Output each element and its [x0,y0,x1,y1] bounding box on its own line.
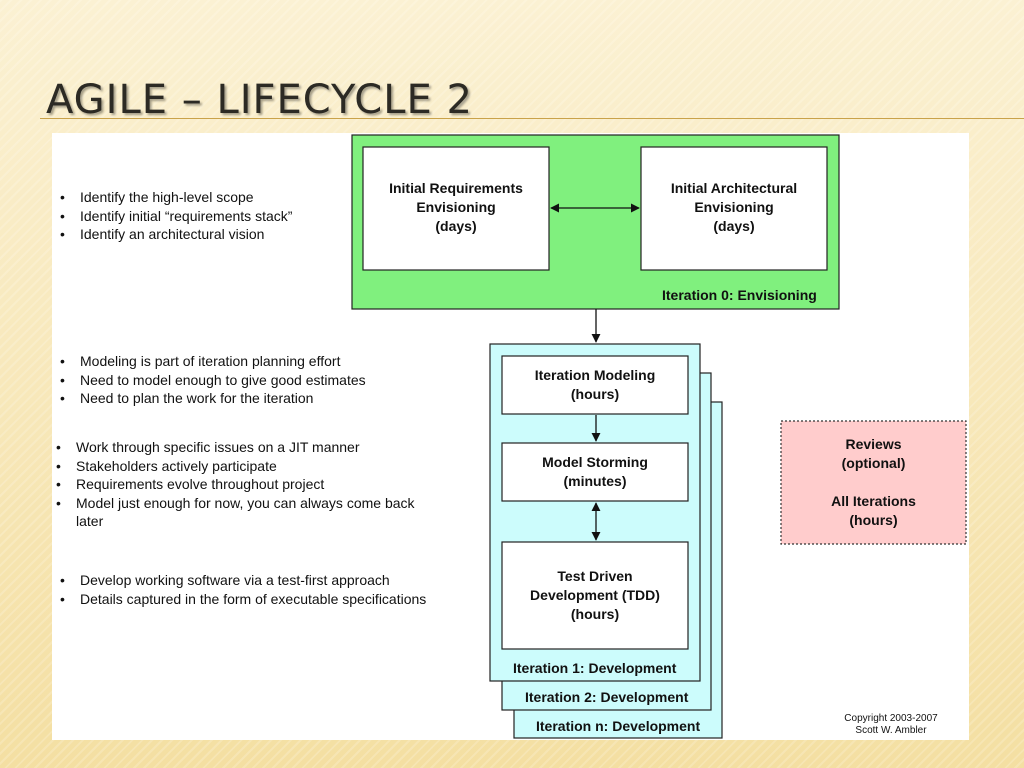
list-item: Need to model enough to give good estima… [54,371,366,390]
tdd-label: Test Driven Development (TDD) (hours) [530,568,660,622]
initial-architectural-label: Initial Architectural Envisioning (days) [670,180,798,234]
initial-requirements-label: Initial Requirements Envisioning (days) [389,180,523,234]
list-item: Identify initial “requirements stack” [54,207,292,226]
title-divider [40,118,1024,119]
tdd-notes: Develop working software via a test-firs… [54,571,426,608]
iteration0-label: Iteration 0: Envisioning [662,287,817,303]
envisioning-notes: Identify the high-level scope Identify i… [54,188,292,244]
list-item: Develop working software via a test-firs… [54,571,426,590]
iteration1-label: Iteration 1: Development [513,660,677,676]
initial-requirements-box [362,146,550,271]
iteration-modeling-notes: Modeling is part of iteration planning e… [54,352,366,408]
list-item: Modeling is part of iteration planning e… [54,352,366,371]
list-item: Identify the high-level scope [54,188,292,207]
list-item: Details captured in the form of executab… [54,590,426,609]
list-item: Stakeholders actively participate [54,457,424,476]
iteration-modeling-label: Iteration Modeling (hours) [534,367,656,402]
model-storming-label: Model Storming (minutes) [542,454,648,489]
reviews-box [780,420,967,545]
lifecycle-figure: Identify the high-level scope Identify i… [52,133,969,740]
list-item: Model just enough for now, you can alway… [54,494,424,531]
list-item: Need to plan the work for the iteration [54,389,366,408]
iteration-modeling-box [501,355,689,415]
model-storming-box [501,442,689,502]
iteration2-label: Iteration 2: Development [525,689,689,705]
lifecycle-diagram [351,134,967,739]
list-item: Requirements evolve throughout project [54,475,424,494]
slide-title: AGILE – LIFECYCLE 2 [46,77,473,123]
list-item: Identify an architectural vision [54,225,292,244]
tdd-box [501,541,689,650]
reviews-label: Reviews (optional) All Iterations (hours… [831,436,916,528]
model-storming-notes: Work through specific issues on a JIT ma… [54,438,424,531]
iteration-n-label: Iteration n: Development [536,718,701,734]
list-item: Work through specific issues on a JIT ma… [54,438,424,457]
copyright-notice: Copyright 2003-2007 Scott W. Ambler [844,713,938,736]
initial-architectural-box [640,146,828,271]
